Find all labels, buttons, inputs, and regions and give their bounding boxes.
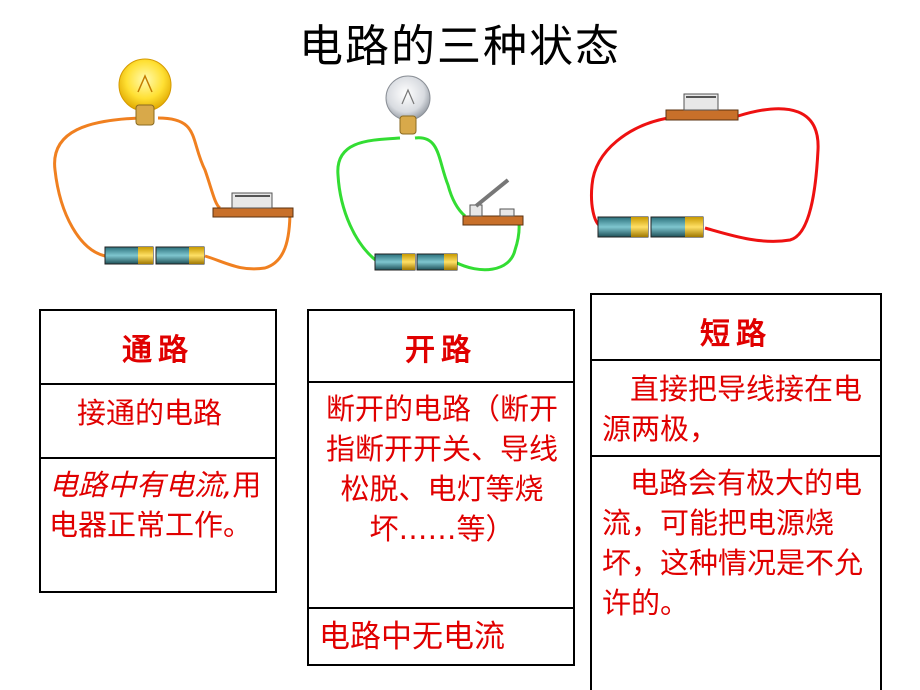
short-circuit-panel: 短路 直接把导线接在电源两极， 电路会有极大的电流，可能把电源烧坏，这种情况是不… — [590, 293, 882, 690]
panel-header: 通路 — [122, 333, 194, 368]
page-title: 电路的三种状态 — [299, 21, 621, 72]
panel-definition: 直接把导线接在电源两极， — [592, 359, 880, 455]
unlit-bulb-icon — [385, 75, 431, 135]
closed-circuit-panel: 通路 接通的电路 电路中有电流,用电器正常工作。 — [39, 309, 277, 593]
panel-effect: 电路中无电流 — [309, 607, 573, 661]
closed-wire-right — [157, 116, 222, 210]
effect-rest-text: 用电器正常工作。 — [49, 468, 262, 542]
panel-header: 开路 — [405, 333, 477, 368]
open-battery-icon — [374, 253, 458, 271]
closed-switch-icon — [212, 192, 294, 218]
open-wire-left — [336, 136, 401, 264]
closed-wire-left — [53, 116, 141, 258]
closed-battery-icon — [104, 246, 205, 265]
open-circuit — [336, 75, 524, 272]
open-circuit-panel: 开路 断开的电路（断开指断开开关、导线松脱、电灯等烧坏……等） 电路中无电流 — [307, 309, 575, 666]
panel-definition: 断开的电路（断开指断开开关、导线松脱、电灯等烧坏……等） — [309, 381, 573, 607]
short-wire-left — [590, 116, 669, 228]
open-switch-icon — [462, 178, 524, 226]
short-circuit — [590, 93, 820, 243]
panel-definition: 接通的电路 — [41, 383, 275, 457]
closed-circuit — [53, 58, 294, 271]
effect-italic-text: 电路中有电流, — [49, 468, 233, 502]
open-wire-right — [414, 136, 467, 218]
panel-header: 短路 — [700, 317, 772, 352]
closed-wire-bottom — [204, 209, 292, 271]
panel-effect: 电路中有电流,用电器正常工作。 — [41, 457, 275, 545]
panel-effect: 电路会有极大的电流，可能把电源烧坏，这种情况是不允许的。 — [592, 455, 880, 623]
short-wire-right — [704, 107, 820, 243]
lit-bulb-icon — [118, 58, 172, 126]
short-switch-icon — [665, 93, 739, 121]
short-battery-icon — [597, 216, 704, 238]
circuit-illustrations — [53, 58, 820, 272]
